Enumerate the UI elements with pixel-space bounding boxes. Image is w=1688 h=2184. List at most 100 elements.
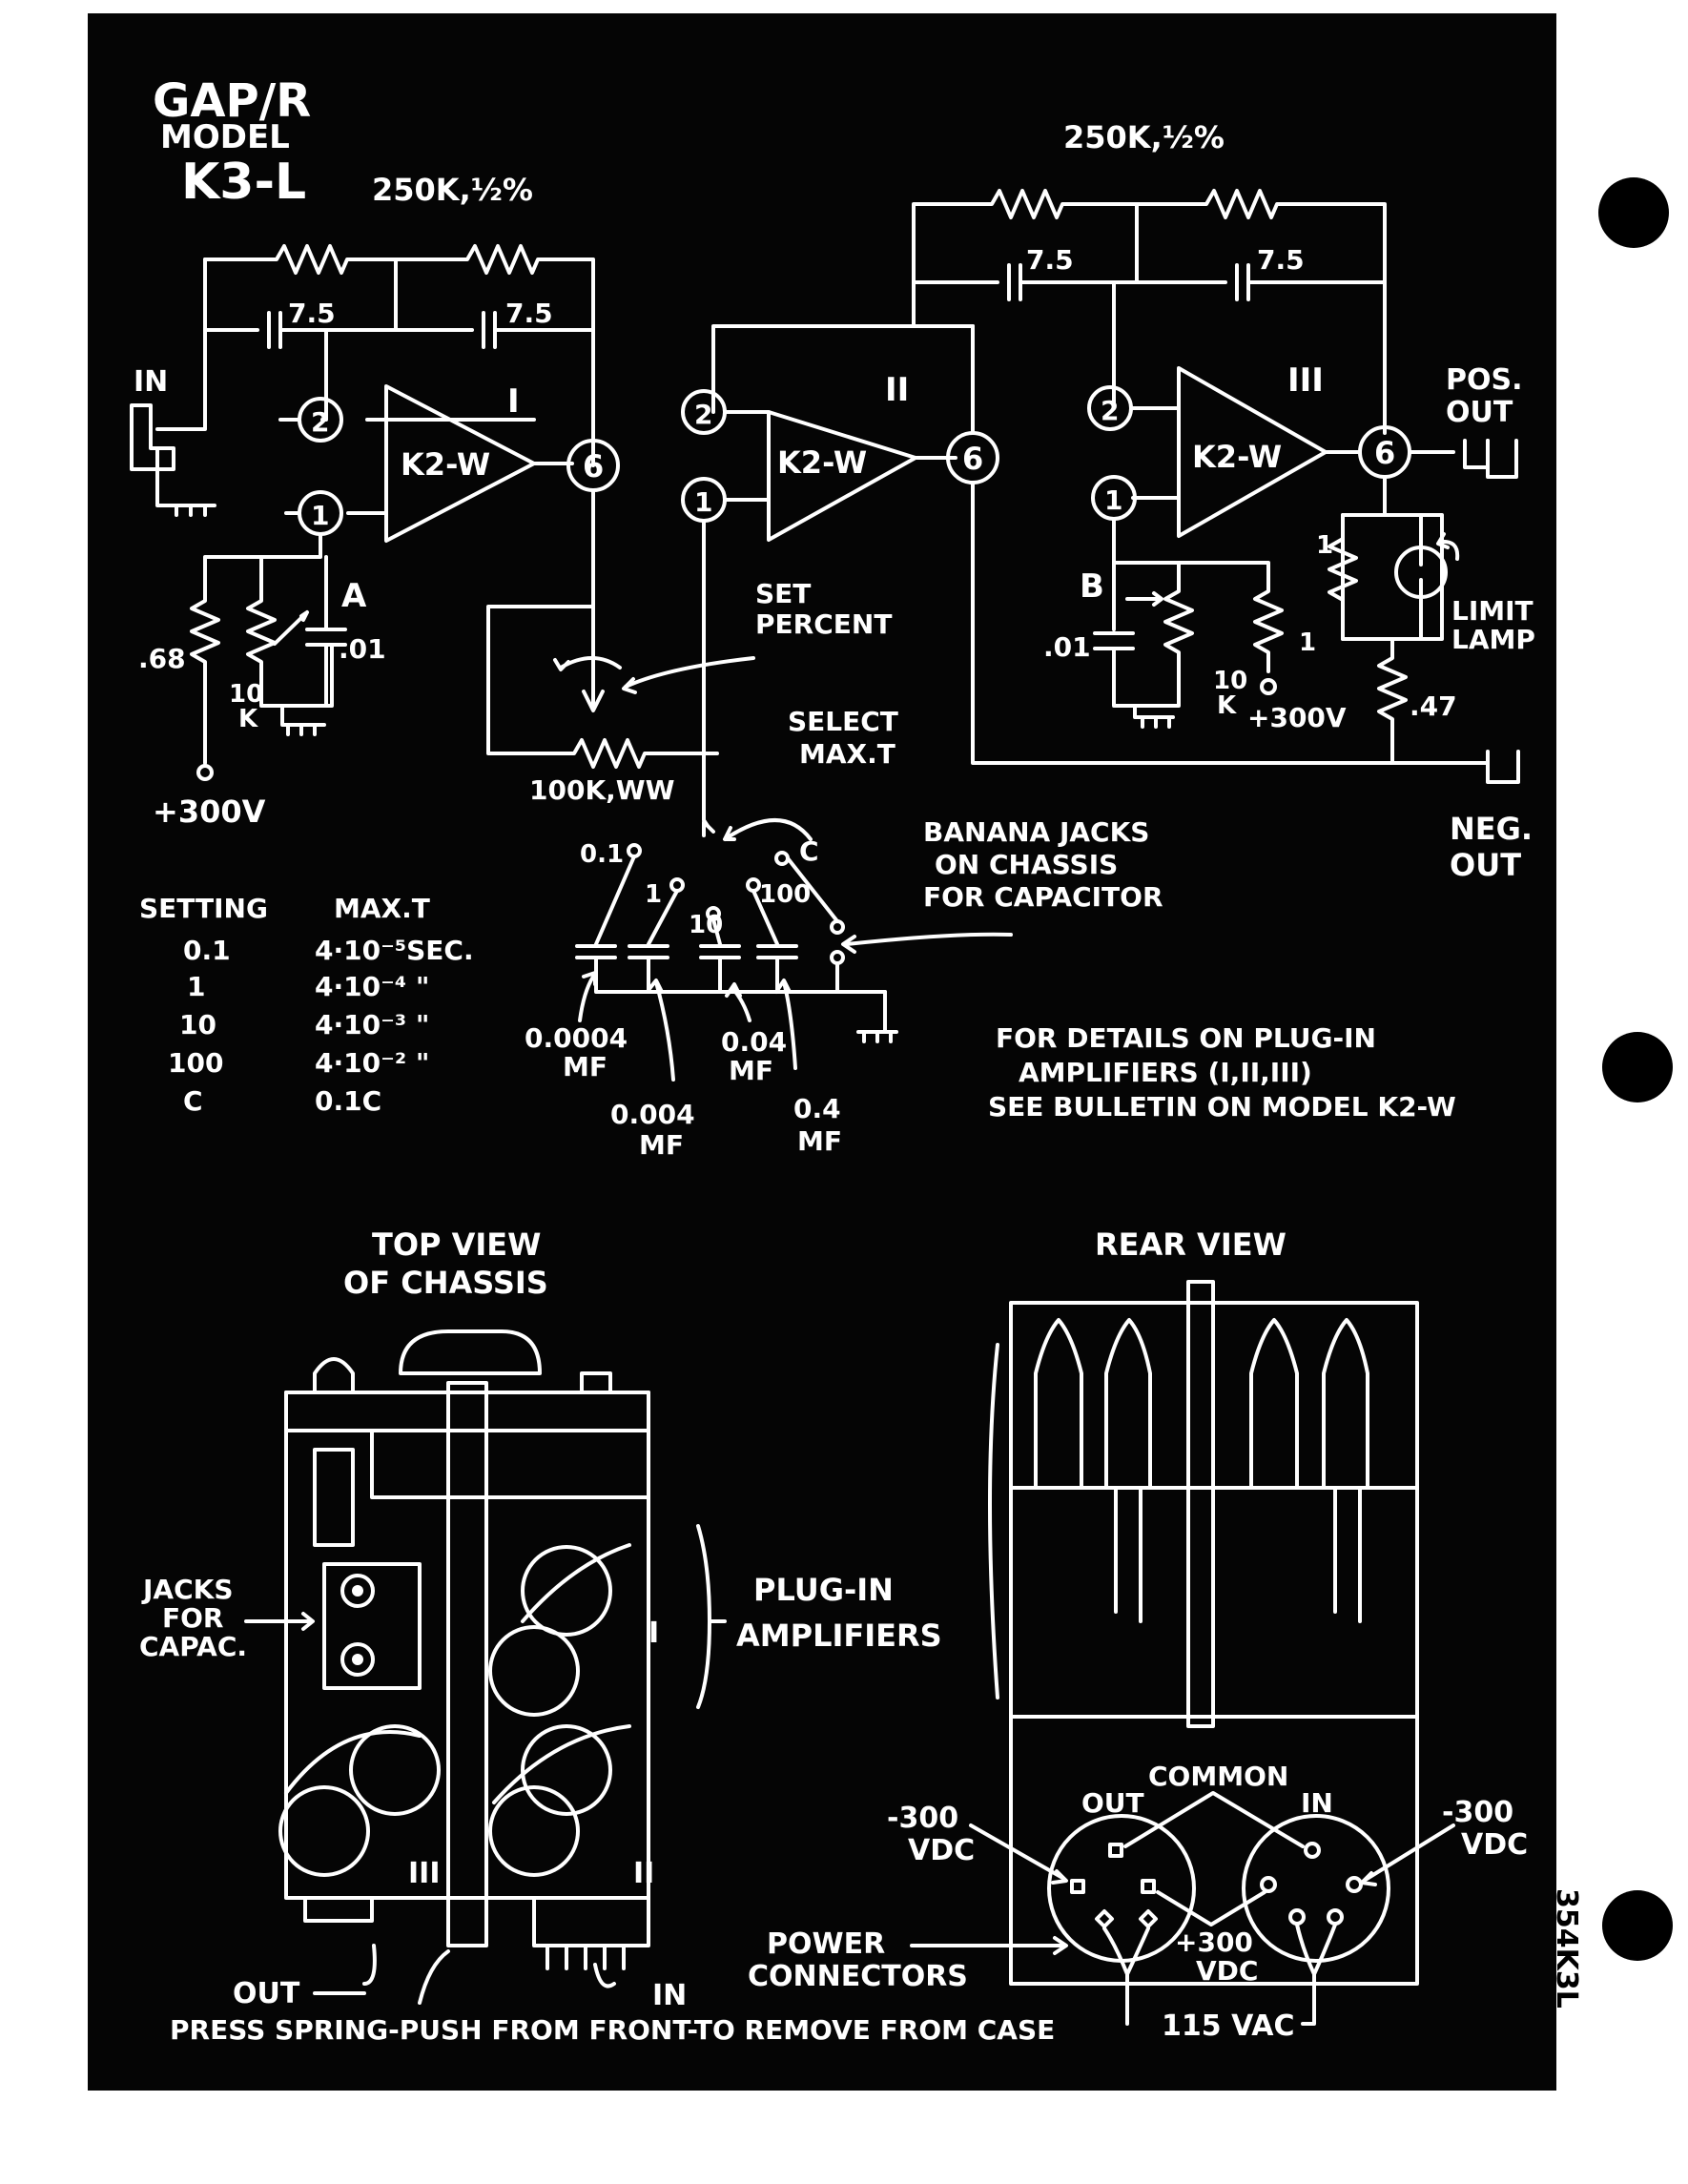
top-view-line1: TOP VIEW — [372, 1226, 541, 1263]
table-row-max: 4·10⁻³ " — [315, 1009, 429, 1040]
table-row-setting: 100 — [168, 1047, 223, 1079]
limit-lamp-line1: LIMIT — [1451, 595, 1534, 627]
amp3-pin2 — [1087, 385, 1133, 431]
selector-pos-01: 0.1 — [580, 840, 624, 869]
amp3-pin-ref: 1 — [1104, 484, 1122, 516]
banana-line3: FOR CAPACITOR — [923, 881, 1163, 913]
amp3-pin-in: 2 — [1101, 395, 1119, 426]
res-10k-b-value: 10 — [1213, 667, 1247, 695]
cap-75-right: 7.5 — [505, 298, 553, 329]
set-percent-line1: SET — [755, 578, 811, 609]
res-10k-b-unit: K — [1217, 691, 1237, 720]
selector-pos-10: 10 — [689, 911, 723, 939]
chassis-amp-iii: III — [408, 1857, 441, 1890]
conn-in-label: IN — [1301, 1787, 1333, 1819]
punch-hole-bottom — [1602, 1890, 1673, 1961]
cap-01-a-label: .01 — [339, 633, 386, 665]
chassis-in-label: IN — [652, 1979, 687, 2012]
top-view-line2: OF CHASSIS — [343, 1265, 548, 1301]
details-line1: FOR DETAILS ON PLUG-IN — [996, 1022, 1376, 1054]
cap-0004-unit: MF — [563, 1051, 607, 1082]
select-line2: MAX.T — [799, 738, 895, 770]
amp2-pin-in: 2 — [694, 399, 712, 430]
amp1-name: K2-W — [401, 446, 490, 483]
pos-out-line1: POS. — [1446, 363, 1523, 397]
cap-4-unit: MF — [797, 1125, 842, 1157]
amp2-name: K2-W — [777, 444, 867, 481]
cap-75-iii-right: 7.5 — [1257, 244, 1305, 276]
amp1-pin-out: 6 — [583, 448, 604, 484]
chassis-panel — [88, 1194, 1556, 2091]
table-row-setting: 0.1 — [183, 935, 231, 966]
rear-view-label: REAR VIEW — [1095, 1226, 1287, 1263]
press-instruction: PRESS SPRING-PUSH FROM FRONT-TO REMOVE F… — [170, 2014, 1055, 2046]
selector-pos-c: C — [799, 835, 819, 867]
res-250k-right: 250K,½% — [1063, 119, 1225, 155]
supply-a-label: +300V — [153, 793, 266, 830]
limit-lamp-line2: LAMP — [1451, 624, 1535, 655]
res-10k-a-value: 10 — [229, 680, 263, 709]
res-1-b-label: 1 — [1299, 628, 1316, 657]
common-label: COMMON — [1148, 1761, 1288, 1792]
table-header-max: MAX.T — [334, 893, 430, 924]
point-b-label: B — [1080, 567, 1104, 606]
neg300-left-line2: VDC — [908, 1834, 975, 1867]
top-view-chassis — [244, 1329, 727, 2005]
select-line1: SELECT — [788, 706, 898, 737]
details-line2: AMPLIFIERS (I,II,III) — [1019, 1057, 1312, 1088]
table-row-max: 0.1C — [315, 1085, 381, 1117]
jacks-line3: CAPAC. — [139, 1631, 247, 1662]
settings-table: SETTING MAX.T 0.1 4·10⁻⁵SEC. 1 4·10⁻⁴ " … — [139, 893, 474, 1117]
neg300-left-line1: -300 — [887, 1802, 958, 1835]
chassis-out-label: OUT — [233, 1977, 300, 2010]
table-row-setting: 1 — [187, 971, 205, 1002]
details-line3: SEE BULLETIN ON MODEL K2-W — [988, 1091, 1456, 1123]
point-a-label: A — [341, 577, 367, 615]
neg300-right-line1: -300 — [1442, 1796, 1513, 1829]
neg300-right-line2: VDC — [1461, 1828, 1528, 1862]
punch-hole-top — [1598, 177, 1669, 248]
res-047-label: .47 — [1410, 690, 1457, 722]
table-header-setting: SETTING — [139, 893, 268, 924]
input-label: IN — [134, 365, 168, 399]
res-1-lamp-label: 1 — [1316, 531, 1333, 560]
pos-out-line2: OUT — [1446, 396, 1513, 429]
amp2-pin-out: 6 — [962, 441, 983, 477]
pos300-line1: +300 — [1175, 1926, 1253, 1958]
amp2-pin-ref: 1 — [694, 486, 712, 518]
selector-pos-100: 100 — [759, 880, 811, 909]
cap-04-value: 0.04 — [721, 1026, 787, 1058]
amp1-roman: I — [507, 382, 520, 421]
amp1-pin-in: 2 — [311, 406, 329, 438]
amp1-pin-ref: 1 — [311, 500, 329, 531]
supply-b-label: +300V — [1247, 702, 1347, 733]
model-name: K3-L — [181, 154, 306, 211]
cap-4-value: 0.4 — [793, 1093, 841, 1124]
jacks-line2: FOR — [162, 1602, 224, 1634]
table-row-setting: 10 — [179, 1009, 216, 1040]
amp2-pin2 — [681, 389, 727, 435]
pot-label: 100K,WW — [529, 774, 675, 806]
cap-0004-value: 0.0004 — [525, 1022, 628, 1054]
stage-two-circuit — [681, 324, 1490, 837]
amp3-name: K2-W — [1192, 439, 1282, 475]
res-068-label: .68 — [138, 643, 186, 674]
banana-line2: ON CHASSIS — [935, 849, 1118, 880]
cap-04-unit: MF — [729, 1055, 773, 1086]
brand-title: GAP/R — [153, 74, 311, 128]
set-percent-line2: PERCENT — [755, 608, 892, 640]
stage-three-circuit — [912, 189, 1520, 784]
punch-hole-middle — [1602, 1032, 1673, 1102]
res-250k-left: 250K,½% — [372, 172, 533, 208]
stage-one-circuit — [130, 244, 719, 781]
selector-switch — [575, 818, 1013, 1082]
res-10k-a-unit: K — [238, 705, 258, 733]
table-row-max: 4·10⁻⁴ " — [315, 971, 429, 1002]
pos300-line2: VDC — [1196, 1955, 1258, 1987]
cap-75-left: 7.5 — [288, 298, 336, 329]
table-row-max: 4·10⁻⁵SEC. — [315, 935, 474, 966]
selector-pos-1: 1 — [645, 880, 662, 909]
chassis-amp-i: I — [648, 1617, 659, 1650]
table-row-max: 4·10⁻² " — [315, 1047, 429, 1079]
